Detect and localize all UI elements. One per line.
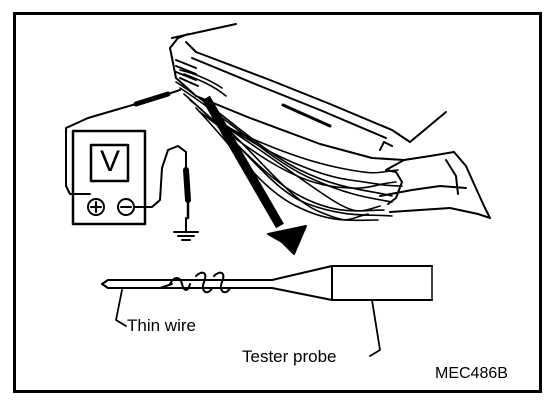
pointer-arrow [202,95,307,255]
voltmeter-display-letter: V [100,145,121,178]
label-leaders [115,289,381,357]
ground-symbol [173,231,199,241]
figure-code-label: MEC486B [435,365,508,382]
probe-lead [65,89,181,195]
thin-wire-label: Thin wire [127,316,196,335]
wire-bundle [175,69,403,222]
connector-pins [175,59,199,87]
tester-probe-assembly [101,265,433,301]
voltmeter [71,129,147,226]
figure-frame [13,12,542,393]
ground-lead [133,145,191,233]
tester-probe-label: Tester probe [242,347,337,366]
